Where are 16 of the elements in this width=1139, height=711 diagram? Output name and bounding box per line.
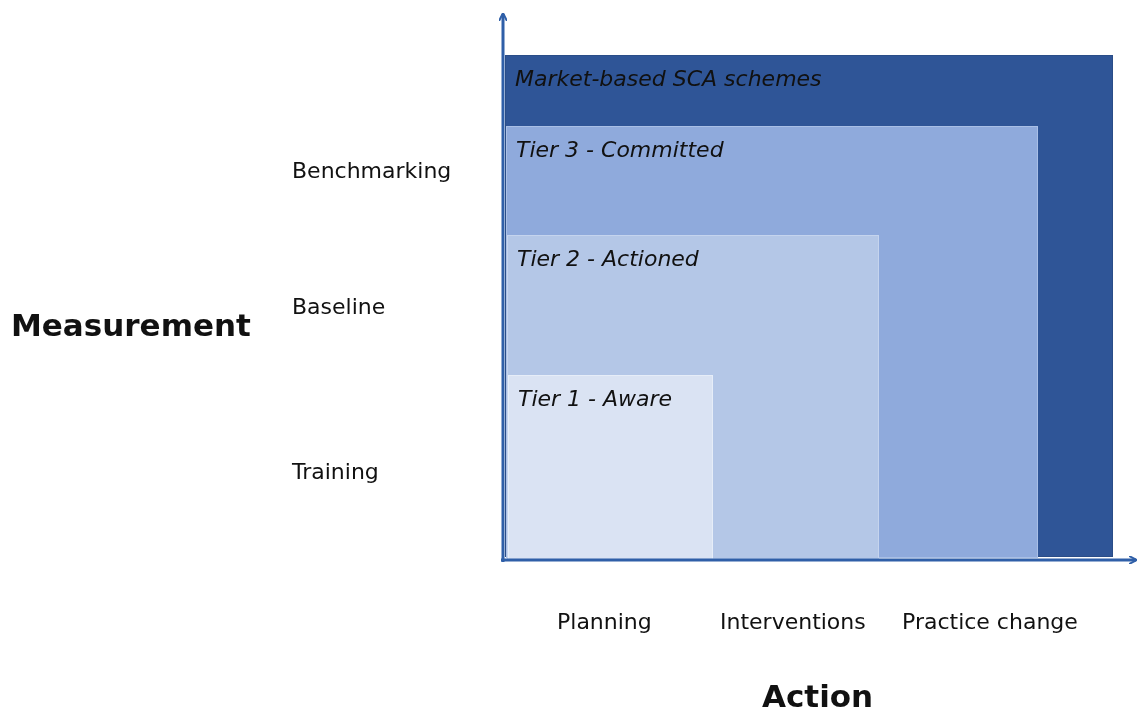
axis-title: Measurement <box>11 307 251 343</box>
axis-title: Action <box>762 678 874 711</box>
tier-box <box>507 235 879 559</box>
axis-level-label: Practice change <box>902 609 1078 634</box>
scheme-box <box>505 55 1113 557</box>
axis-level-label: Planning <box>557 609 652 634</box>
axis-level-label: Benchmarking <box>292 158 452 183</box>
axis-level-label: Training <box>292 459 379 484</box>
axis-level-label: Baseline <box>292 294 386 319</box>
tier-title: Tier 1 - Aware <box>518 386 673 411</box>
tier-box <box>506 126 1038 558</box>
tier-title: Tier 2 - Actioned <box>517 246 699 271</box>
axis-level-label: Interventions <box>720 609 866 634</box>
tier-title: Market-based SCA schemes <box>515 66 822 91</box>
tier-title: Tier 3 - Committed <box>516 137 724 162</box>
tier-box <box>508 375 713 560</box>
